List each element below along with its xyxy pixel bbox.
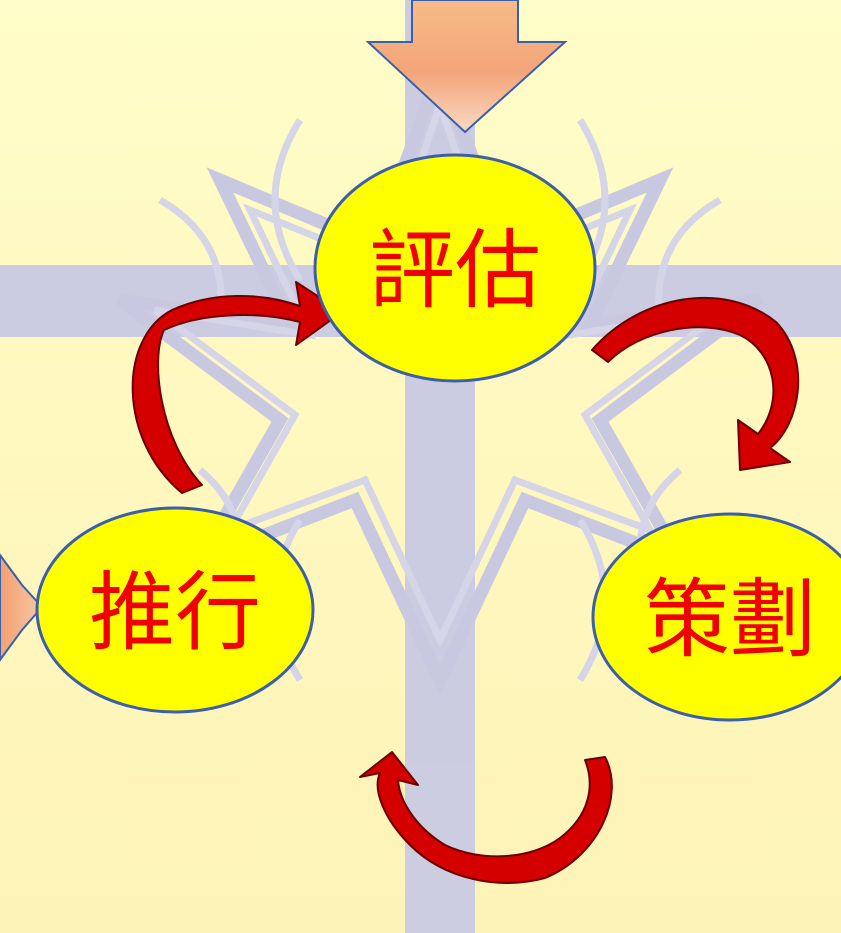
input-arrow-top [365, 0, 568, 134]
node-implement: 推行 [35, 506, 315, 714]
node-evaluate: 評估 [313, 153, 597, 383]
node-plan-label: 策劃 [644, 570, 816, 670]
input-arrow-left [0, 553, 44, 662]
curved-arrow-plan-to-implement [359, 751, 613, 884]
node-plan: 策劃 [591, 512, 841, 722]
node-evaluate-label: 評估 [369, 221, 541, 321]
node-implement-label: 推行 [89, 563, 261, 663]
curved-arrow-evaluate-to-plan [591, 296, 800, 471]
